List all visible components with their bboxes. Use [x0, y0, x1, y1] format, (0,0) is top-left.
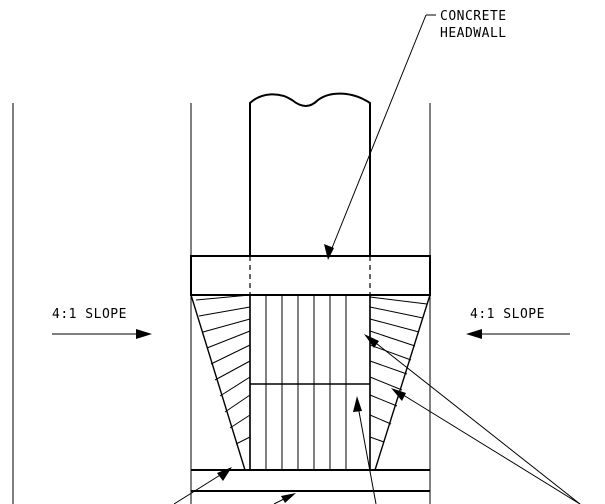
slope-label-right: 4:1 SLOPE	[470, 307, 545, 322]
slope-right-arrow-icon	[466, 329, 570, 339]
slope-left-arrow-icon	[52, 329, 152, 339]
headwall-band	[190, 255, 431, 296]
pipe-icon	[249, 92, 371, 256]
headwall-label-line1: CONCRETE	[440, 9, 507, 24]
headwall-leader-arrow-icon	[324, 14, 436, 260]
leader-arrows	[173, 334, 581, 504]
slope-label-left: 4:1 SLOPE	[52, 307, 127, 322]
headwall-label-line2: HEADWALL	[440, 26, 507, 41]
apron-area	[249, 294, 371, 471]
right-wingwall	[369, 294, 431, 471]
left-wingwall	[190, 294, 251, 471]
